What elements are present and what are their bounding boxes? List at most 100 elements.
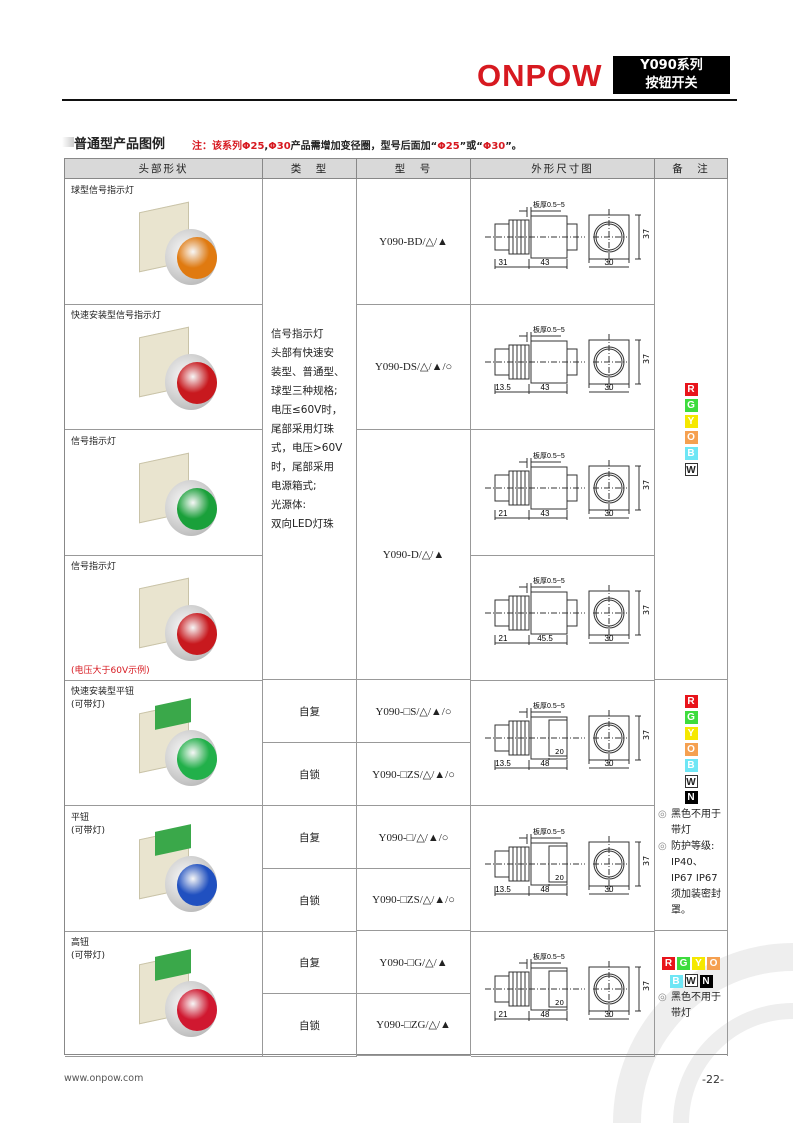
description-line: 光源体: <box>271 498 307 511</box>
model-number: Y090-DS/△/▲/○ <box>374 361 453 373</box>
dimension-label-body: 43 <box>541 509 550 518</box>
dimension-label-terminal: 20 <box>555 999 564 1007</box>
remark-text: 黑色不用于带灯 <box>671 992 721 1019</box>
color-chip-G: G <box>677 957 690 970</box>
model-cell: Y090-BD/△/▲ <box>357 179 471 305</box>
color-chip-O: O <box>684 743 698 756</box>
head-shape-name: 球型信号指示灯 <box>71 186 135 196</box>
note-q2: Φ30 <box>482 141 506 152</box>
dimension-label-width: 30 <box>605 383 614 392</box>
color-chip-B: B <box>669 975 683 988</box>
remark-note: ◎黑色不用于带灯 <box>655 807 727 839</box>
product-photo <box>125 577 235 672</box>
dimension-label-body: 43 <box>541 383 550 392</box>
description-line: 式，电压>60V <box>271 441 343 454</box>
bullet-icon: ◎ <box>658 992 667 1003</box>
dimension-label-terminal: 20 <box>555 874 564 882</box>
dimension-label-front: 21 <box>499 634 508 643</box>
description-line: 装型、普通型、 <box>271 365 345 378</box>
color-chip-Y: Y <box>684 727 698 740</box>
note-sep: , <box>264 141 269 152</box>
head-shape-cell: 快速安装型信号指示灯 <box>65 304 263 430</box>
dimension-label-width: 30 <box>605 258 614 267</box>
color-chip-W: W <box>684 462 698 476</box>
dimension-label-width: 30 <box>605 634 614 643</box>
dimension-label-height: 37 <box>642 229 651 239</box>
column-header: 型 号 <box>357 159 471 179</box>
footer-url[interactable]: www.onpow.com <box>64 1073 144 1084</box>
voltage-note: (电压大于60V示例) <box>71 665 150 676</box>
model-number: Y090-□G/△/▲ <box>379 956 448 969</box>
model-number: Y090-BD/△/▲ <box>379 235 448 248</box>
description-line: 电源箱式; <box>271 479 317 492</box>
type-cell: 自锁 <box>263 994 357 1057</box>
head-shape-label: 快速安装型信号指示灯 <box>71 310 161 323</box>
head-shape-label: 高钮(可带灯) <box>71 937 105 963</box>
color-chip-B: B <box>684 759 698 772</box>
dimension-label-front: 13.5 <box>495 759 511 768</box>
color-chip-O: O <box>707 957 720 970</box>
model-number: Y090-□/△/▲/○ <box>378 831 449 844</box>
color-chip-N: N <box>699 975 713 988</box>
product-photo <box>125 698 235 797</box>
dimension-label-body: 48 <box>541 759 550 768</box>
type-cell: 自复 <box>263 931 357 994</box>
model-number: Y090-□ZS/△/▲/○ <box>372 768 455 781</box>
onpow-logo: ONPOW <box>477 58 603 93</box>
dimension-label-plate: 板厚0.5~5 <box>533 576 565 585</box>
dimension-label-front: 21 <box>499 509 508 518</box>
note-mid: 产品需增加变径圈，型号后面加“ <box>290 141 438 152</box>
color-chip-Y: Y <box>684 414 698 428</box>
header-divider <box>62 99 737 101</box>
head-shape-name: 快速安装型信号指示灯 <box>71 311 162 321</box>
model-cell: Y090-DS/△/▲/○ <box>357 304 471 430</box>
type-cell: 自复 <box>263 680 357 743</box>
dimension-label-height: 37 <box>642 354 651 364</box>
head-shape-label: 球型信号指示灯 <box>71 185 134 198</box>
note-prefix: 注：该系列 <box>192 141 242 152</box>
type-label: 自锁 <box>299 894 320 907</box>
dimension-label-width: 30 <box>605 1010 614 1019</box>
color-chip-W: W <box>684 775 698 788</box>
product-photo <box>125 201 235 296</box>
dimension-label-front: 21 <box>499 1010 508 1019</box>
dimension-label-plate: 板厚0.5~5 <box>533 451 565 460</box>
note-phi30: Φ30 <box>268 141 291 152</box>
head-shape-name: 平钮 <box>71 813 90 823</box>
model-cell: Y090-□ZS/△/▲/○ <box>357 743 471 806</box>
dimension-label-front: 13.5 <box>495 885 511 894</box>
dimension-label-body: 43 <box>541 258 550 267</box>
color-chip-G: G <box>684 398 698 412</box>
description-line: 双向LED灯珠 <box>271 517 334 530</box>
column-header: 外形尺寸图 <box>471 159 655 179</box>
head-shape-label: 信号指示灯 <box>71 436 116 449</box>
indicator-description-cell: 信号指示灯头部有快速安装型、普通型、球型三种规格;电压≤60V时，尾部采用灯珠式… <box>263 179 357 680</box>
color-chip-R: R <box>662 957 675 970</box>
color-chip-O: O <box>684 430 698 444</box>
dimension-label-height: 37 <box>642 730 651 740</box>
head-shape-label: 平钮(可带灯) <box>71 812 105 838</box>
color-chip-R: R <box>684 695 698 708</box>
note-end: ”。 <box>505 141 522 152</box>
product-photo <box>125 949 235 1048</box>
note-or: ”或“ <box>459 141 483 152</box>
dimension-label-height: 37 <box>642 480 651 490</box>
bullet-icon: ◎ <box>658 809 667 820</box>
section-note: 注：该系列Φ25,Φ30产品需增加变径圈，型号后面加“Φ25”或“Φ30”。 <box>192 137 522 152</box>
color-chip-Y: Y <box>692 957 705 970</box>
product-title: 按钮开关 <box>645 76 698 91</box>
bullet-icon: ◎ <box>658 841 667 852</box>
head-shape-cell: 信号指示灯 (电压大于60V示例) <box>65 555 263 681</box>
head-shape-name: 信号指示灯 <box>71 562 117 572</box>
model-cell: Y090-□S/△/▲/○ <box>357 680 471 743</box>
dimension-label-front: 31 <box>499 258 508 267</box>
